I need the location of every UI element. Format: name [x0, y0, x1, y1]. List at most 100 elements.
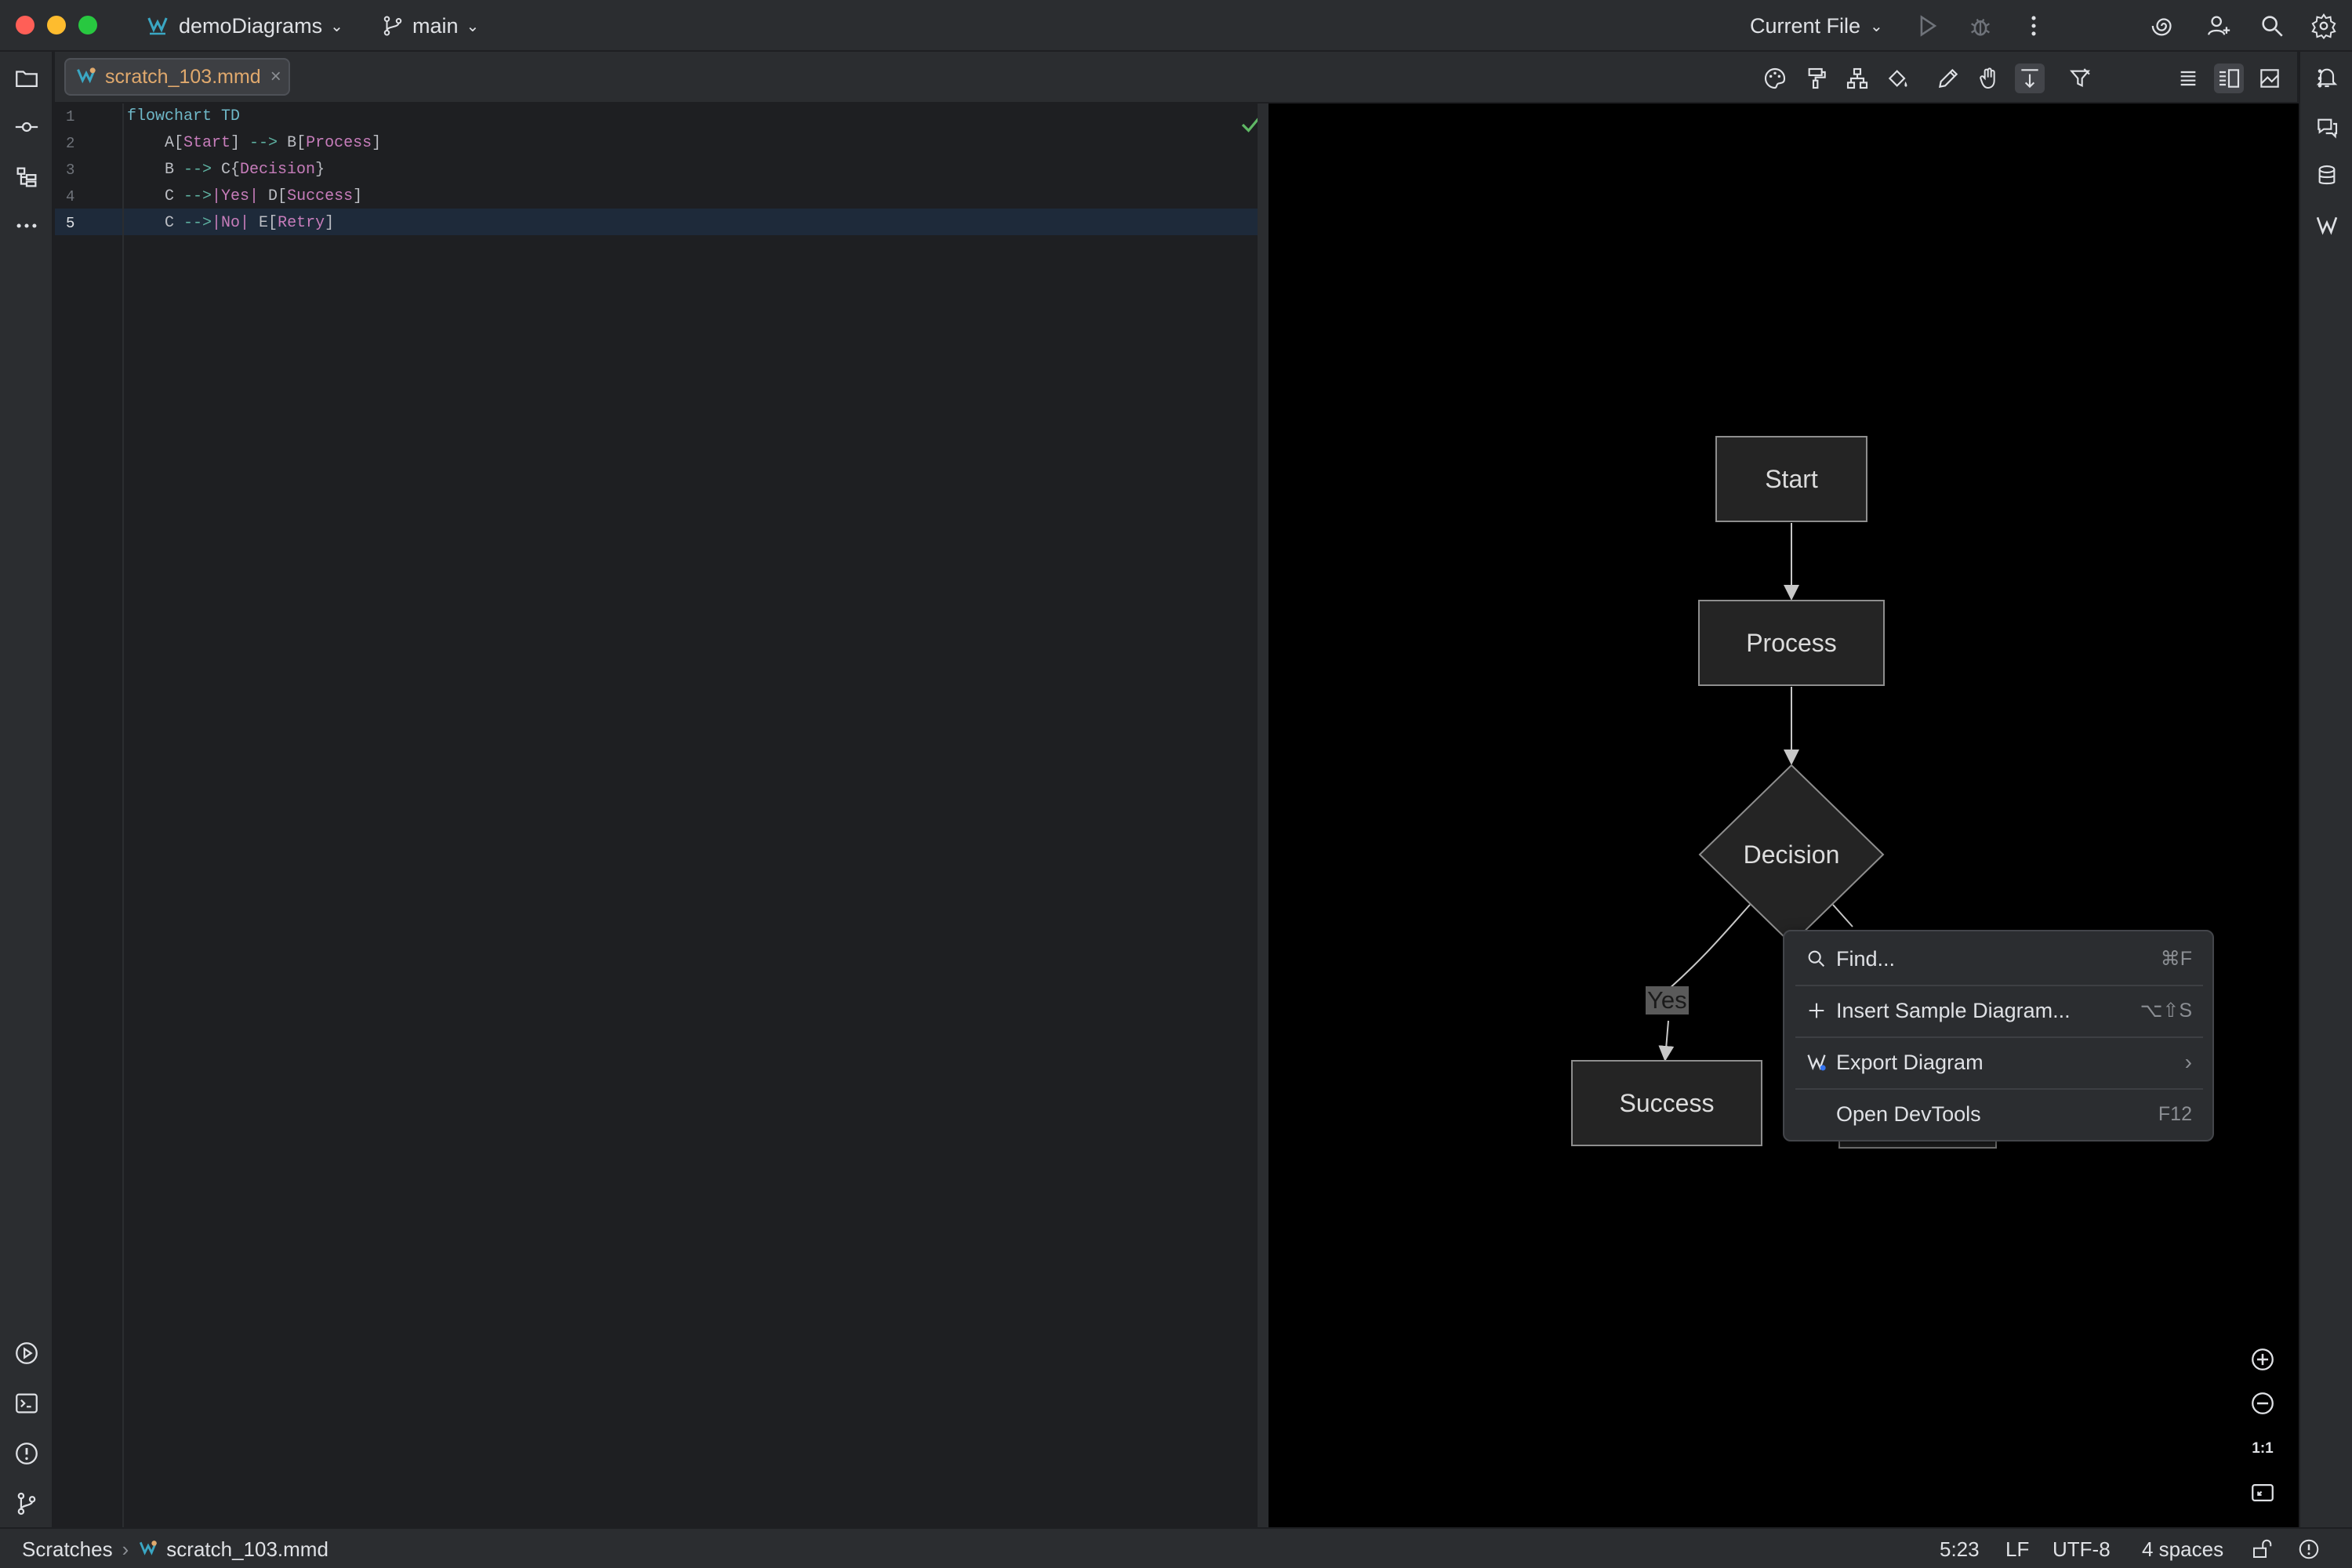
branch-selector[interactable]: main ⌄	[381, 0, 479, 52]
split-divider[interactable]	[1258, 103, 1269, 1527]
node-start[interactable]: Start	[1715, 436, 1867, 522]
terminal-tool-button[interactable]	[11, 1388, 42, 1419]
line-number: 4	[66, 188, 75, 205]
code-line-1: flowchart TD	[127, 107, 241, 125]
paint-bucket-icon	[1888, 70, 1907, 87]
fit-view-button[interactable]	[2245, 1475, 2280, 1510]
line-gutter: 1 2 3 4 5	[55, 103, 124, 1527]
menu-item-label: Find...	[1836, 946, 1896, 971]
more-vertical-icon	[2318, 69, 2322, 88]
menu-item-label: Open DevTools	[1836, 1102, 1981, 1126]
pencil-icon	[1938, 68, 1958, 89]
chevron-down-icon: ⌄	[466, 17, 480, 35]
editor-more-button[interactable]	[2305, 64, 2335, 93]
notifications-button[interactable]	[2311, 61, 2343, 93]
right-tool-window-bar	[2299, 52, 2352, 1527]
filter-button[interactable]	[2065, 64, 2095, 93]
mermaid-icon	[2316, 216, 2338, 235]
more-vertical-icon	[2031, 16, 2036, 36]
editor-only-button[interactable]	[2173, 64, 2203, 93]
lock-button[interactable]	[2250, 1529, 2274, 1568]
code-line-2: A[Start] --> B[Process]	[127, 134, 382, 152]
palette-icon	[1764, 67, 1786, 89]
settings-button[interactable]	[2310, 12, 2338, 40]
preview-only-button[interactable]	[2255, 64, 2285, 93]
line-ending[interactable]: LF	[2005, 1537, 2030, 1561]
mermaid-file-icon	[75, 66, 97, 88]
menu-item-open-devtools[interactable]: Open DevTools F12	[1795, 1091, 2203, 1137]
menu-item-export-diagram[interactable]: Export Diagram ›	[1795, 1040, 2203, 1085]
zoom-in-button[interactable]	[2245, 1342, 2280, 1377]
close-icon[interactable]: ×	[270, 66, 281, 87]
zoom-reset-button[interactable]: 1:1	[2252, 1440, 2274, 1457]
file-encoding[interactable]: UTF-8	[2053, 1537, 2111, 1561]
bell-icon	[2316, 68, 2338, 88]
chat-icon	[2318, 118, 2338, 139]
editor-tab[interactable]: scratch_103.mmd ×	[64, 58, 290, 96]
services-tool-button[interactable]	[11, 1338, 42, 1369]
fill-button[interactable]	[1883, 64, 1913, 93]
code-line-5: C -->|No| E[Retry]	[127, 214, 335, 232]
scroll-sync-button[interactable]	[2015, 64, 2045, 93]
ai-chat-button[interactable]	[2311, 111, 2343, 143]
terminal-icon	[16, 1393, 38, 1414]
run-button[interactable]	[1913, 12, 1941, 40]
git-tool-button[interactable]	[11, 1488, 42, 1519]
chevron-right-icon: ›	[2184, 1050, 2192, 1074]
structure-tool-button[interactable]	[11, 162, 42, 193]
minimize-window-button[interactable]	[47, 16, 66, 34]
format-button[interactable]	[1802, 64, 1831, 93]
inspections-button[interactable]	[2297, 1529, 2321, 1568]
ai-assistant-button[interactable]	[2150, 12, 2178, 40]
indent-setting[interactable]: 4 spaces	[2142, 1537, 2224, 1561]
menu-item-shortcut: F12	[2158, 1102, 2192, 1125]
chevron-right-icon: ›	[122, 1537, 129, 1561]
close-window-button[interactable]	[16, 16, 34, 34]
maximize-window-button[interactable]	[78, 16, 97, 34]
problems-tool-button[interactable]	[11, 1438, 42, 1469]
menu-item-label: Export Diagram	[1836, 1050, 1984, 1074]
debug-button[interactable]	[1966, 12, 1994, 40]
run-config-selector[interactable]: Current File ⌄	[1750, 0, 1883, 52]
menu-item-insert-sample[interactable]: Insert Sample Diagram... ⌥⇧S	[1795, 988, 2203, 1033]
menu-item-find[interactable]: Find... ⌘F	[1795, 936, 2203, 982]
search-icon	[2262, 16, 2283, 37]
funnel-icon	[2070, 68, 2090, 88]
breadcrumb: Scratches › scratch_103.mmd	[22, 1529, 328, 1568]
lines-icon	[2180, 71, 2196, 86]
project-tool-button[interactable]	[11, 63, 42, 94]
spiral-icon	[2151, 18, 2172, 36]
draw-button[interactable]	[1933, 64, 1963, 93]
more-horizontal-icon	[16, 223, 37, 228]
pan-button[interactable]	[1974, 64, 2004, 93]
line-number: 3	[66, 162, 75, 179]
more-tools-button[interactable]	[11, 210, 42, 241]
warning-circle-icon	[16, 1443, 38, 1465]
theme-button[interactable]	[1760, 64, 1790, 93]
chevron-down-icon: ⌄	[330, 17, 343, 35]
breadcrumb-root[interactable]: Scratches	[22, 1537, 113, 1561]
caret-position[interactable]: 5:23	[1940, 1537, 1980, 1561]
project-selector[interactable]: demoDiagrams ⌄	[146, 0, 343, 52]
search-everywhere-button[interactable]	[2258, 12, 2286, 40]
code-editor[interactable]: 1 2 3 4 5 flowchart TD A[Start] --> B[Pr…	[55, 103, 1269, 1527]
project-name: demoDiagrams	[179, 13, 323, 38]
breadcrumb-file[interactable]: scratch_103.mmd	[166, 1537, 328, 1561]
split-view-button[interactable]	[2214, 64, 2244, 93]
blank-icon	[1803, 1101, 1830, 1127]
zoom-out-button[interactable]	[2245, 1386, 2280, 1421]
line-number: 1	[66, 108, 75, 125]
mermaid-tool-button[interactable]	[2311, 210, 2343, 241]
more-actions-button[interactable]	[2020, 12, 2048, 40]
diagram-preview[interactable]: Start Process Decision Yes Success	[1269, 103, 2299, 1527]
node-success[interactable]: Success	[1571, 1060, 1762, 1146]
mermaid-icon	[1803, 1049, 1830, 1076]
commit-tool-button[interactable]	[11, 111, 42, 143]
code-with-me-button[interactable]	[2205, 12, 2233, 40]
node-process[interactable]: Process	[1698, 600, 1885, 686]
title-bar: demoDiagrams ⌄ main ⌄ Current File ⌄	[0, 0, 2352, 52]
database-button[interactable]	[2311, 160, 2343, 191]
layout-button[interactable]	[1842, 64, 1872, 93]
warning-circle-icon	[2299, 1539, 2319, 1559]
node-decision[interactable]: Decision	[1743, 840, 1840, 869]
